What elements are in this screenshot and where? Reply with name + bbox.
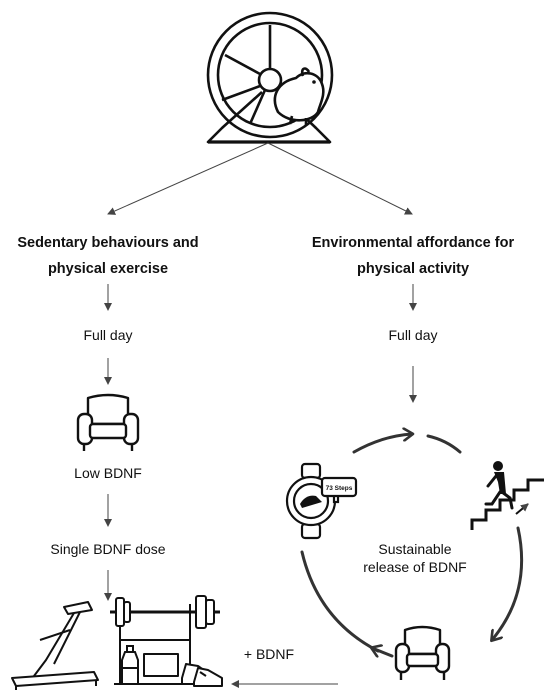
climbing-stairs-icon — [470, 461, 544, 530]
left-step-full-day: Full day — [83, 327, 133, 343]
right-step-full-day: Full day — [388, 327, 438, 343]
cycle-arrow-top — [352, 434, 412, 454]
cycle-label-line2: release of BDNF — [363, 559, 467, 575]
cycle-arrow-top-right — [426, 434, 462, 454]
left-step-low-bdnf: Low BDNF — [74, 465, 142, 481]
barbell-icon — [110, 595, 220, 629]
right-heading: Environmental affordance for physical ac… — [298, 230, 528, 282]
right-heading-line1: Environmental affordance for — [311, 235, 515, 251]
left-step-single-dose: Single BDNF dose — [50, 541, 166, 557]
cycle-arrow-right — [492, 526, 524, 640]
armchair-icon — [76, 393, 140, 451]
cycle-center-label: Sustainable release of BDNF — [355, 540, 475, 576]
right-heading-line2: physical activity — [356, 261, 470, 277]
smartwatch-icon — [285, 462, 358, 540]
armchair-icon — [394, 625, 451, 680]
sneakers-icon — [181, 663, 223, 687]
left-heading-line2: physical exercise — [47, 261, 169, 277]
watch-screen-label: 73 Steps — [326, 485, 353, 492]
cycle-arrow-bottom-marker — [372, 648, 394, 656]
water-bottle-icon — [121, 645, 139, 685]
treadmill-icon — [11, 601, 99, 690]
left-heading-line1: Sedentary behaviours and — [17, 235, 199, 251]
hamster-wheel-icon — [206, 11, 334, 144]
left-heading: Sedentary behaviours and physical exerci… — [8, 230, 208, 282]
cycle-label-line1: Sustainable — [378, 541, 452, 557]
cycle-arrow-bottom-left — [300, 550, 380, 653]
connector-label: + BDNF — [243, 646, 295, 662]
